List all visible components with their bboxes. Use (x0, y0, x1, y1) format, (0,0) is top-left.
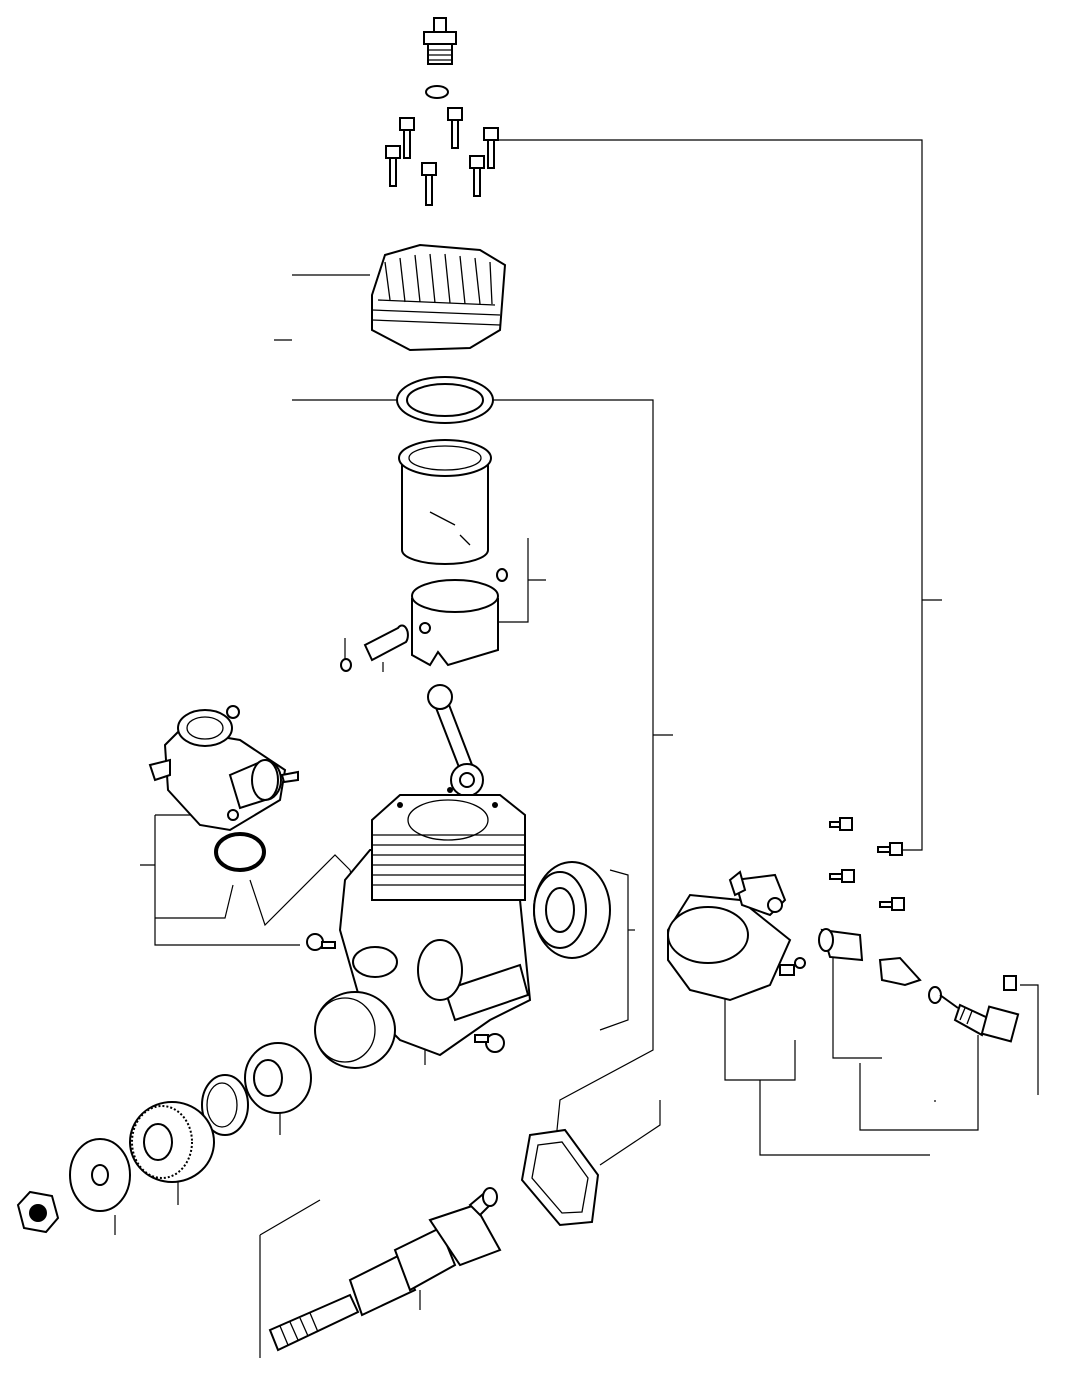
cylinder-liner[interactable] (398, 439, 492, 565)
pressure-nipple[interactable] (779, 957, 806, 976)
front-housing[interactable] (314, 991, 396, 1069)
prop-nut[interactable] (16, 1190, 60, 1234)
front-bearing[interactable] (244, 1042, 312, 1114)
rear-cover-screws[interactable] (829, 817, 905, 911)
screw[interactable] (829, 869, 855, 883)
screw[interactable] (469, 155, 485, 197)
rear-bearing[interactable] (533, 861, 611, 959)
crankcase[interactable] (338, 787, 532, 1057)
leader-lines (114, 139, 1039, 1358)
glow-plug-washer[interactable] (425, 85, 449, 99)
connecting-rod[interactable] (427, 684, 484, 797)
set-screw[interactable] (1003, 975, 1017, 991)
o-ring-small[interactable] (928, 986, 942, 1004)
backplate-gasket[interactable] (520, 1128, 600, 1227)
carburetor[interactable] (148, 705, 299, 832)
thrust-washer[interactable] (201, 1074, 249, 1136)
glow-plug[interactable] (423, 17, 457, 65)
piston-clip[interactable] (340, 658, 352, 672)
screw[interactable] (399, 117, 415, 159)
screw[interactable] (447, 107, 463, 149)
screw[interactable] (385, 145, 401, 187)
screw[interactable] (829, 817, 853, 831)
backplate-screw[interactable] (474, 1033, 505, 1053)
needle-valve-holder[interactable] (818, 928, 864, 962)
wrist-pin[interactable] (363, 624, 409, 662)
screw[interactable] (879, 897, 905, 911)
screw[interactable] (877, 842, 903, 856)
drive-hub[interactable] (129, 1101, 215, 1183)
fuel-nipple[interactable] (878, 956, 922, 987)
carb-retaining-screw[interactable] (306, 933, 336, 951)
screw[interactable] (421, 162, 437, 206)
head-screws[interactable] (385, 107, 499, 206)
needle-valve[interactable] (939, 994, 1020, 1043)
piston-clip[interactable] (496, 568, 508, 582)
head-gasket[interactable] (396, 376, 494, 424)
carburetor-o-ring[interactable] (214, 832, 266, 872)
prop-washer[interactable] (69, 1138, 131, 1212)
cylinder-head[interactable] (371, 243, 507, 352)
screw[interactable] (483, 127, 499, 169)
crankshaft[interactable] (268, 1187, 502, 1352)
piston[interactable] (411, 579, 499, 667)
rear-cover[interactable] (667, 870, 792, 1002)
